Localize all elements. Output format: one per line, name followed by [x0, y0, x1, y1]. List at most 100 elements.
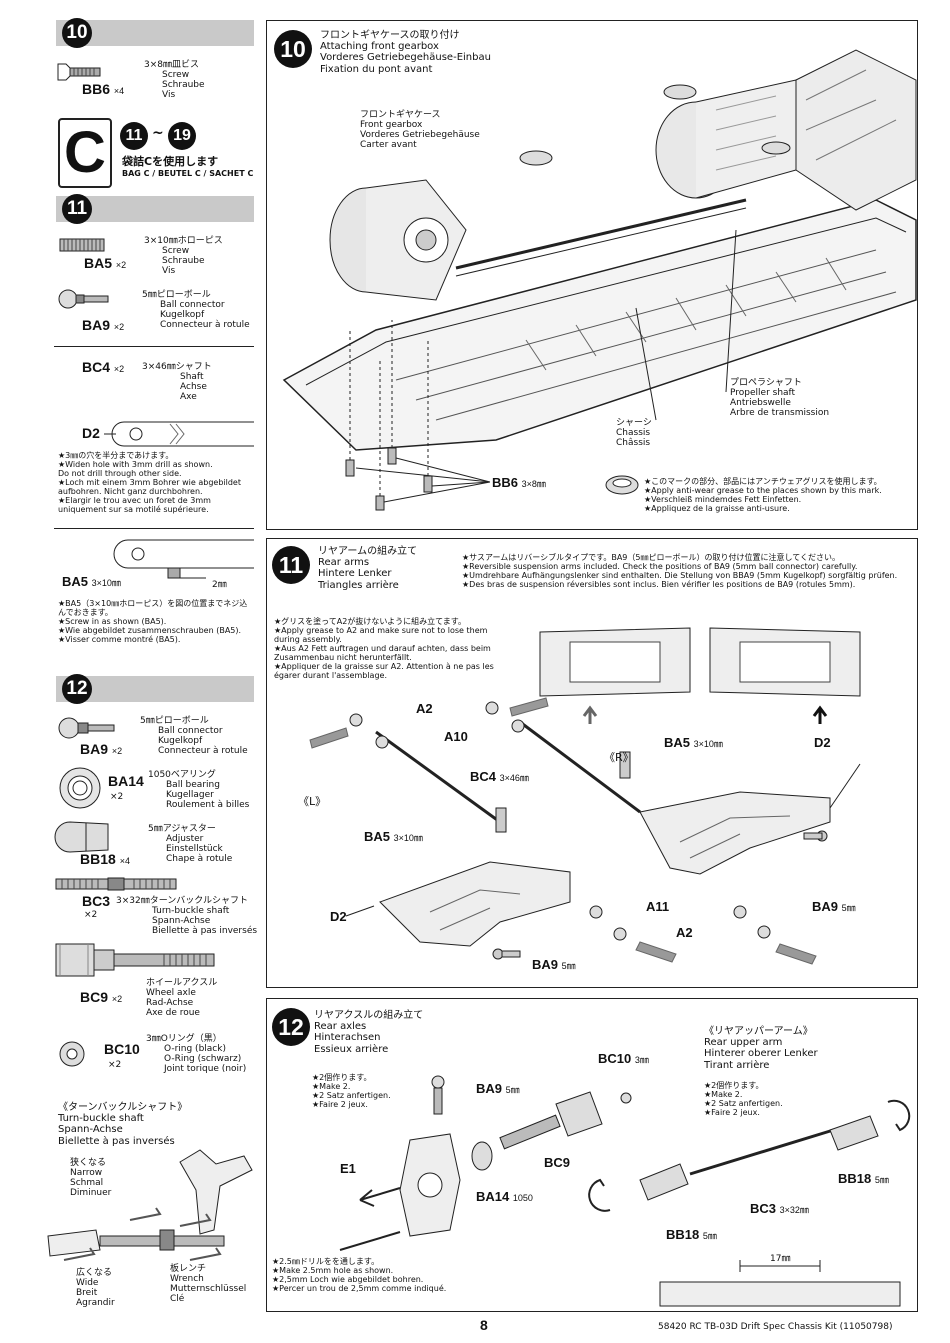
bb18-adjuster-icon [54, 821, 109, 853]
bc9-description: ホイールアクスル Wheel axle Rad-Achse Axe de rou… [146, 978, 218, 1019]
step11-title: リヤアームの組み立て Rear arms Hintere Lenker Tria… [318, 546, 418, 591]
bb6-callout: BB6 3×8㎜ [492, 475, 546, 490]
d2-left-label: D2 [330, 909, 347, 924]
d2-right-label: D2 [814, 735, 831, 750]
wide-label: 広くなる Wide Breit Agrandir [76, 1268, 115, 1309]
ba5-screw-in-notes: ★BA5（3×10㎜ホローピス）を図の位置までネジ込んでおきます。 ★Screw… [58, 599, 248, 644]
bc3-callout: BC3 3×32㎜ [750, 1201, 809, 1216]
bag-range-sep: ~ [152, 125, 164, 141]
anti-wear-grease-notes: ★このマークの部分、部品にはアンチウェアグリスを使用します。 ★Apply an… [644, 477, 882, 513]
bc3-qty: ×2 [84, 910, 98, 920]
bc10-qty: ×2 [108, 1060, 122, 1070]
bc10-callout: BC10 3㎜ [598, 1051, 649, 1066]
a10-label: A10 [444, 729, 468, 744]
reversible-arm-notes: ★サスアームはリバーシブルタイプです。BA9（5㎜ピローボール）の取り付け位置に… [462, 553, 898, 589]
ba5-code: BA5 ×2 [84, 255, 127, 271]
bc3-code: BC3 [82, 893, 111, 909]
d2-drill-notes: ★3㎜の穴を半分まであけます。 ★Widen hole with 3mm dri… [58, 451, 241, 514]
bb6-screw-icon [57, 63, 101, 81]
ba14-description: 1050ベアリング Ball bearing Kugellager Roulem… [148, 770, 250, 811]
ba14-callout: BA14 1050 [476, 1189, 533, 1204]
page-number: 8 [480, 1317, 488, 1333]
turnbuckle-adjust-diagram [47, 1149, 253, 1261]
ba9-description-2: 5㎜ピローボール Ball connector Kugelkopf Connec… [140, 716, 248, 757]
ba9-description: 5㎜ピローボール Ball connector Kugelkopf Connec… [142, 290, 250, 331]
anti-wear-grease-icon [605, 475, 639, 495]
a2-top-label: A2 [416, 701, 433, 716]
bc9-code: BC9 ×2 [80, 989, 123, 1005]
bc10-code: BC10 [104, 1041, 140, 1057]
ba5-left-label: BA5 3×10㎜ [364, 829, 423, 844]
step12-sidebar-badge: 12 [62, 674, 92, 704]
d2-drill-label: D2 [82, 425, 100, 441]
make-two-right-notes: ★2個作ります。 ★Make 2. ★2 Satz anfertigen. ★F… [704, 1081, 783, 1117]
rear-arm-diagram [309, 627, 861, 965]
bc9-wheel-axle-icon [55, 943, 215, 977]
wrench-label: 板レンチ Wrench Mutternschlüssel Clé [170, 1264, 247, 1305]
step10-sidebar-badge: 10 [62, 18, 92, 48]
step10-title: フロントギヤケースの取り付け Attaching front gearbox V… [320, 30, 491, 75]
ba5-description: 3×10㎜ホローピス Screw Schraube Vis [144, 236, 223, 277]
turnbuckle-shaft-heading: 《ターンバックルシャフト》 Turn-buckle shaft Spann-Ac… [58, 1102, 188, 1147]
ba9-code-2: BA9 ×2 [80, 741, 123, 757]
ba5-screw-in-diagram [113, 539, 254, 579]
bc9-callout: BC9 [544, 1155, 571, 1170]
bc4-label: BC4 3×46㎜ [470, 769, 529, 784]
chassis-assembly-diagram [282, 49, 917, 511]
bc3-description: 3×32㎜ターンバックルシャフト Turn-buckle shaft Spann… [116, 896, 258, 937]
ba5-screw-in-label: BA5 3×10㎜ [62, 574, 121, 589]
propeller-shaft-label: プロペラシャフト Propeller shaft Antriebswelle A… [730, 378, 830, 419]
d2-drill-diagram [104, 421, 254, 447]
ba9-ball-connector-icon-2 [58, 717, 115, 739]
step11-badge: 11 [272, 546, 310, 584]
ba9-callout: BA9 5㎜ [476, 1081, 520, 1096]
bb6-description: 3×8㎜皿ビス Screw Schraube Vis [144, 60, 205, 101]
make-two-left-notes: ★2個作ります。 ★Make 2. ★2 Satz anfertigen. ★F… [312, 1073, 391, 1109]
bc10-oring-icon [59, 1041, 85, 1067]
rear-axle-diagram [339, 1075, 911, 1307]
ba9-code: BA9 ×2 [82, 317, 125, 333]
ba9-bottom-label: BA9 5㎜ [532, 957, 576, 972]
bc4-code: BC4 ×2 [82, 359, 125, 375]
step12-panel [266, 998, 918, 1312]
bag-c-box: C [58, 118, 112, 188]
kit-info: 58420 RC TB-03D Drift Spec Chassis Kit (… [658, 1322, 893, 1332]
ba14-code: BA14 [108, 773, 144, 789]
sidebar-divider [54, 346, 254, 347]
ba9-ball-connector-icon [58, 289, 109, 309]
drill-hole-notes: ★2.5㎜ドリルをを通します。 ★Make 2.5mm hole as show… [272, 1257, 447, 1293]
bb18-right-callout: BB18 5㎜ [838, 1171, 889, 1186]
bb18-left-callout: BB18 5㎜ [666, 1227, 717, 1242]
step10-badge: 10 [274, 30, 312, 68]
dimension-17mm: 17㎜ [770, 1254, 791, 1264]
e1-callout: E1 [340, 1161, 356, 1176]
left-mark: 《L》 [298, 795, 327, 808]
bb18-description: 5㎜アジャスター Adjuster Einstellstück Chape à … [148, 824, 233, 865]
ba5-dimension: 2㎜ [212, 580, 227, 590]
ba14-qty: ×2 [110, 792, 124, 802]
chassis-label: シャーシ Chassis Châssis [616, 418, 652, 449]
bb18-code: BB18 ×4 [80, 851, 130, 867]
bag-c-japanese: 袋詰Cを使用します [122, 155, 219, 168]
step12-title: リヤアクスルの組み立て Rear axles Hinterachsen Essi… [314, 1010, 424, 1055]
step11-sidebar-badge: 11 [62, 194, 92, 224]
bc3-turnbuckle-icon [55, 877, 177, 891]
a2-grease-notes: ★グリスを塗ってA2が抜けないように組み立てます。 ★Apply grease … [274, 617, 494, 680]
rear-upper-arm-heading: 《リヤアッパーアーム》 Rear upper arm Hinterer ober… [704, 1026, 818, 1071]
ba5-screw-icon [59, 238, 105, 252]
bag-range-to-badge: 19 [168, 122, 196, 150]
step12-badge: 12 [272, 1008, 310, 1046]
bag-range-from-badge: 11 [120, 122, 148, 150]
bc4-description: 3×46㎜シャフト Shaft Achse Axe [142, 362, 212, 403]
ba14-bearing-icon [59, 767, 101, 809]
narrow-label: 狭くなる Narrow Schmal Diminuer [70, 1158, 112, 1199]
ba9-right-label: BA9 5㎜ [812, 899, 856, 914]
bag-c-letter: C [64, 120, 106, 185]
bc10-description: 3㎜Oリング（黒） O-ring (black) O-Ring (schwarz… [146, 1034, 247, 1075]
right-mark: 《R》 [604, 751, 634, 764]
sidebar-divider-2 [54, 528, 254, 529]
bag-c-label: BAG C / BEUTEL C / SACHET C [122, 169, 254, 178]
ba5-right-label: BA5 3×10㎜ [664, 735, 723, 750]
a11-label: A11 [646, 899, 670, 914]
bb6-code: BB6 ×4 [82, 81, 125, 97]
